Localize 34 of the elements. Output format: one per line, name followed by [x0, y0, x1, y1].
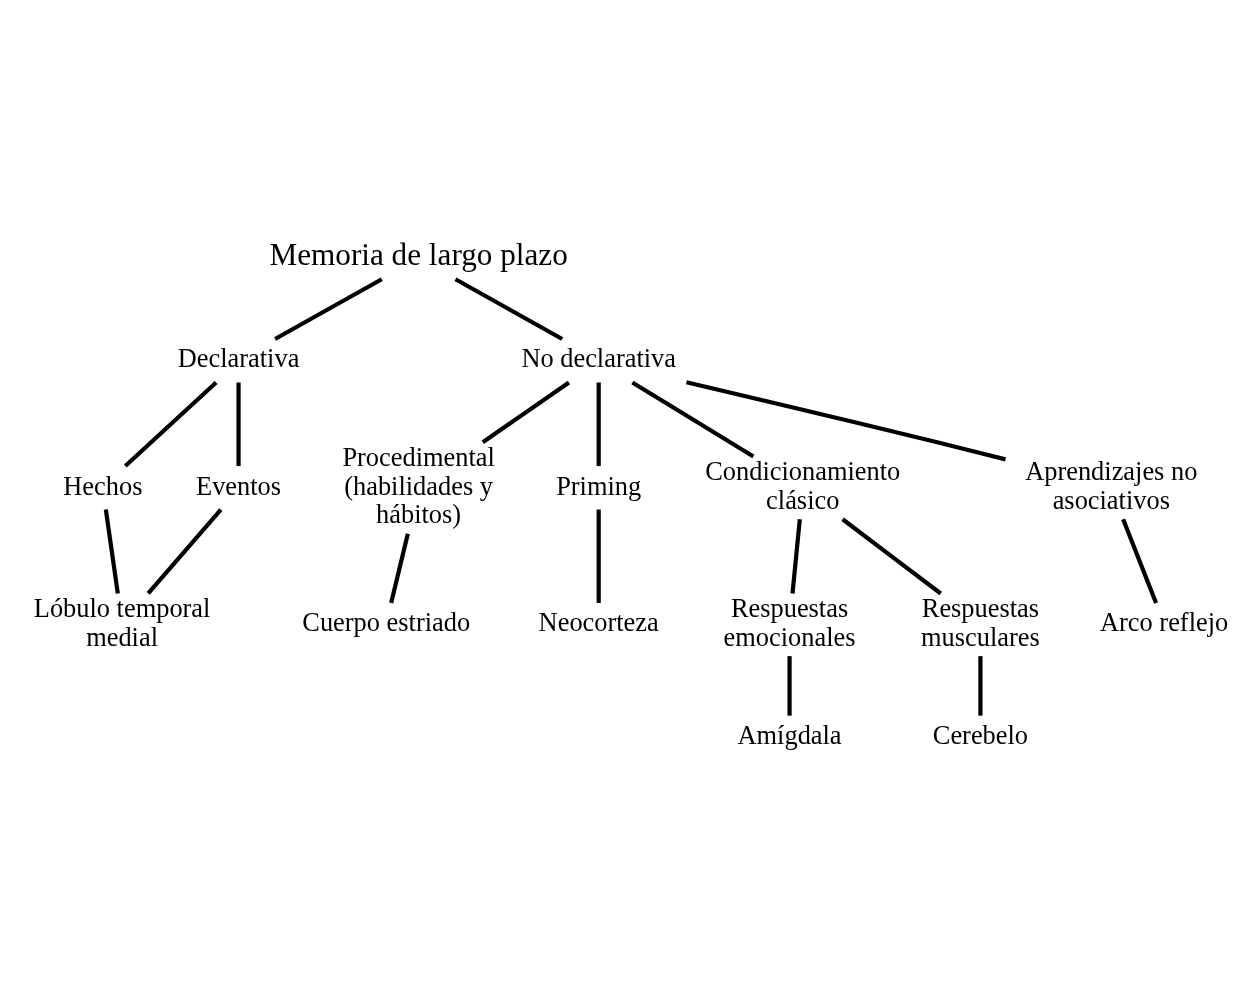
node-text: No declarativa: [521, 342, 676, 373]
connector: [596, 381, 601, 466]
connector: [236, 381, 241, 466]
connector: [274, 276, 383, 341]
connector: [123, 380, 218, 468]
node-text: Eventos: [196, 470, 282, 501]
connector: [146, 507, 223, 595]
connector: [841, 517, 942, 595]
node-text: Respuestas emocionales: [723, 592, 856, 652]
connector: [596, 509, 601, 603]
node-text: Hechos: [63, 470, 143, 501]
connector: [790, 518, 802, 594]
node-text: Cerebelo: [932, 719, 1029, 750]
node-text: Priming: [556, 470, 642, 501]
node-text: Aprendizajes no asociativos: [1025, 455, 1198, 515]
connector: [454, 276, 564, 341]
connector: [686, 379, 1006, 461]
node-text: Amígdala: [737, 719, 842, 750]
node-text: Respuestas musculares: [921, 592, 1040, 652]
connector: [787, 655, 792, 716]
node-text: Cuerpo estriado: [302, 606, 471, 637]
node-text: Neocorteza: [538, 606, 659, 637]
connector: [481, 380, 571, 444]
node-text: Declarativa: [177, 342, 300, 373]
connector: [978, 655, 983, 716]
node-text: Condicionamiento clásico: [705, 455, 901, 515]
node-text: Memoria de largo plazo: [269, 236, 568, 272]
connector: [631, 380, 755, 458]
connector: [103, 508, 120, 594]
connector: [1121, 518, 1158, 604]
node-text: Arco reflejo: [1099, 606, 1229, 637]
node-text: Procedimental (habilidades y hábitos): [342, 441, 495, 529]
connector: [389, 532, 410, 603]
node-text: Lóbulo temporal medial: [33, 592, 211, 652]
